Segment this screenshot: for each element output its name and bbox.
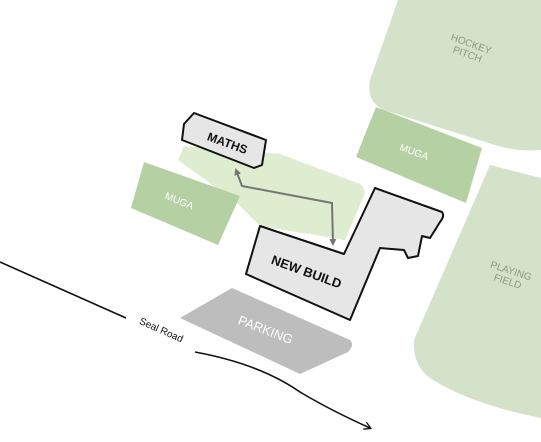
playing-field: PLAYING FIELD <box>413 165 541 418</box>
new-build: NEW BUILD <box>245 187 445 321</box>
muga-left: MUGA <box>131 162 240 245</box>
parking-area: PARKING <box>180 288 353 374</box>
maths-building: MATHS <box>181 112 267 169</box>
road-label: Seal Road <box>137 316 184 345</box>
road-direction-arrow-icon <box>194 351 370 428</box>
road-line-west <box>0 261 127 319</box>
muga-right: MUGA <box>356 107 482 203</box>
connection-double-arrow-icon <box>234 168 337 246</box>
hockey-pitch: HOCKEY PITCH <box>369 0 541 151</box>
